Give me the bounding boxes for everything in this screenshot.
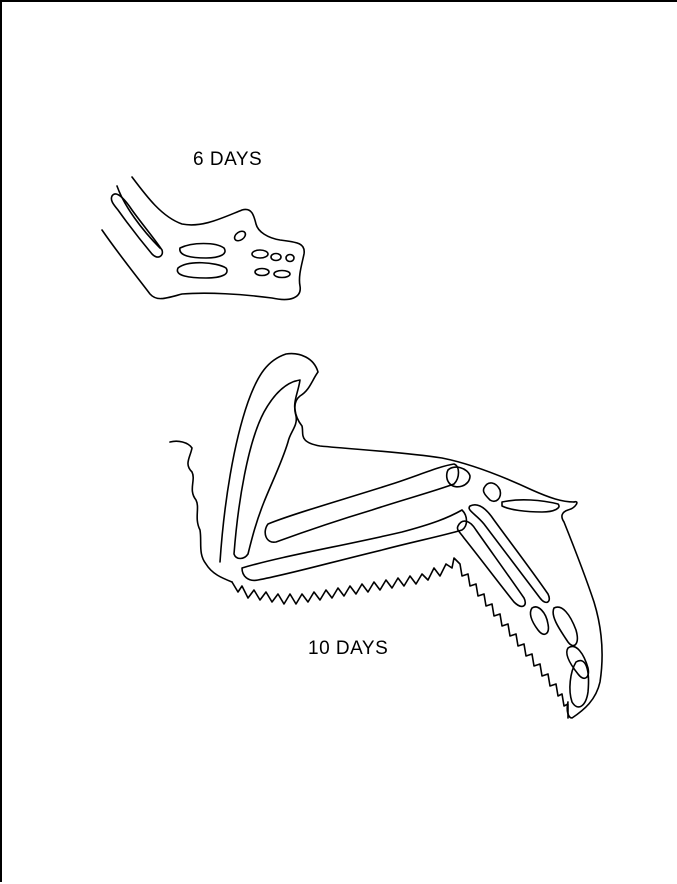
- ten-day-hand-outline: [562, 502, 602, 718]
- six-days-label: 6 DAYS: [193, 149, 262, 171]
- six-day-digit-5: [274, 271, 290, 278]
- six-day-digit-2: [271, 254, 281, 261]
- ten-day-humerus: [265, 464, 458, 542]
- six-day-limb-outline: [102, 177, 304, 300]
- ten-day-phalanx-2: [570, 661, 589, 707]
- six-day-humerus-condensation: [111, 194, 162, 257]
- six-day-forearm-upper: [180, 244, 225, 259]
- ten-days-label: 10 DAYS: [308, 638, 388, 660]
- ten-day-wrist-element: [483, 483, 500, 501]
- six-day-forearm-lower: [177, 263, 227, 278]
- ten-day-metacarpal-2: [553, 607, 577, 645]
- ten-day-upper-outline: [220, 354, 574, 562]
- ten-day-metacarpal-1: [530, 607, 548, 634]
- ten-day-scapula: [234, 380, 300, 559]
- ten-day-left-margin: [170, 441, 232, 582]
- six-day-wrist-element: [233, 229, 247, 242]
- six-day-digit-3: [286, 255, 294, 262]
- ten-day-tip-element: [502, 500, 559, 512]
- six-day-digit-1: [252, 250, 268, 258]
- six-day-digit-4: [255, 269, 269, 276]
- ten-day-feather-bud-margin: [232, 558, 568, 718]
- ten-day-ulna: [469, 505, 549, 603]
- ten-day-wing: [170, 354, 602, 718]
- six-day-limb: [102, 177, 304, 300]
